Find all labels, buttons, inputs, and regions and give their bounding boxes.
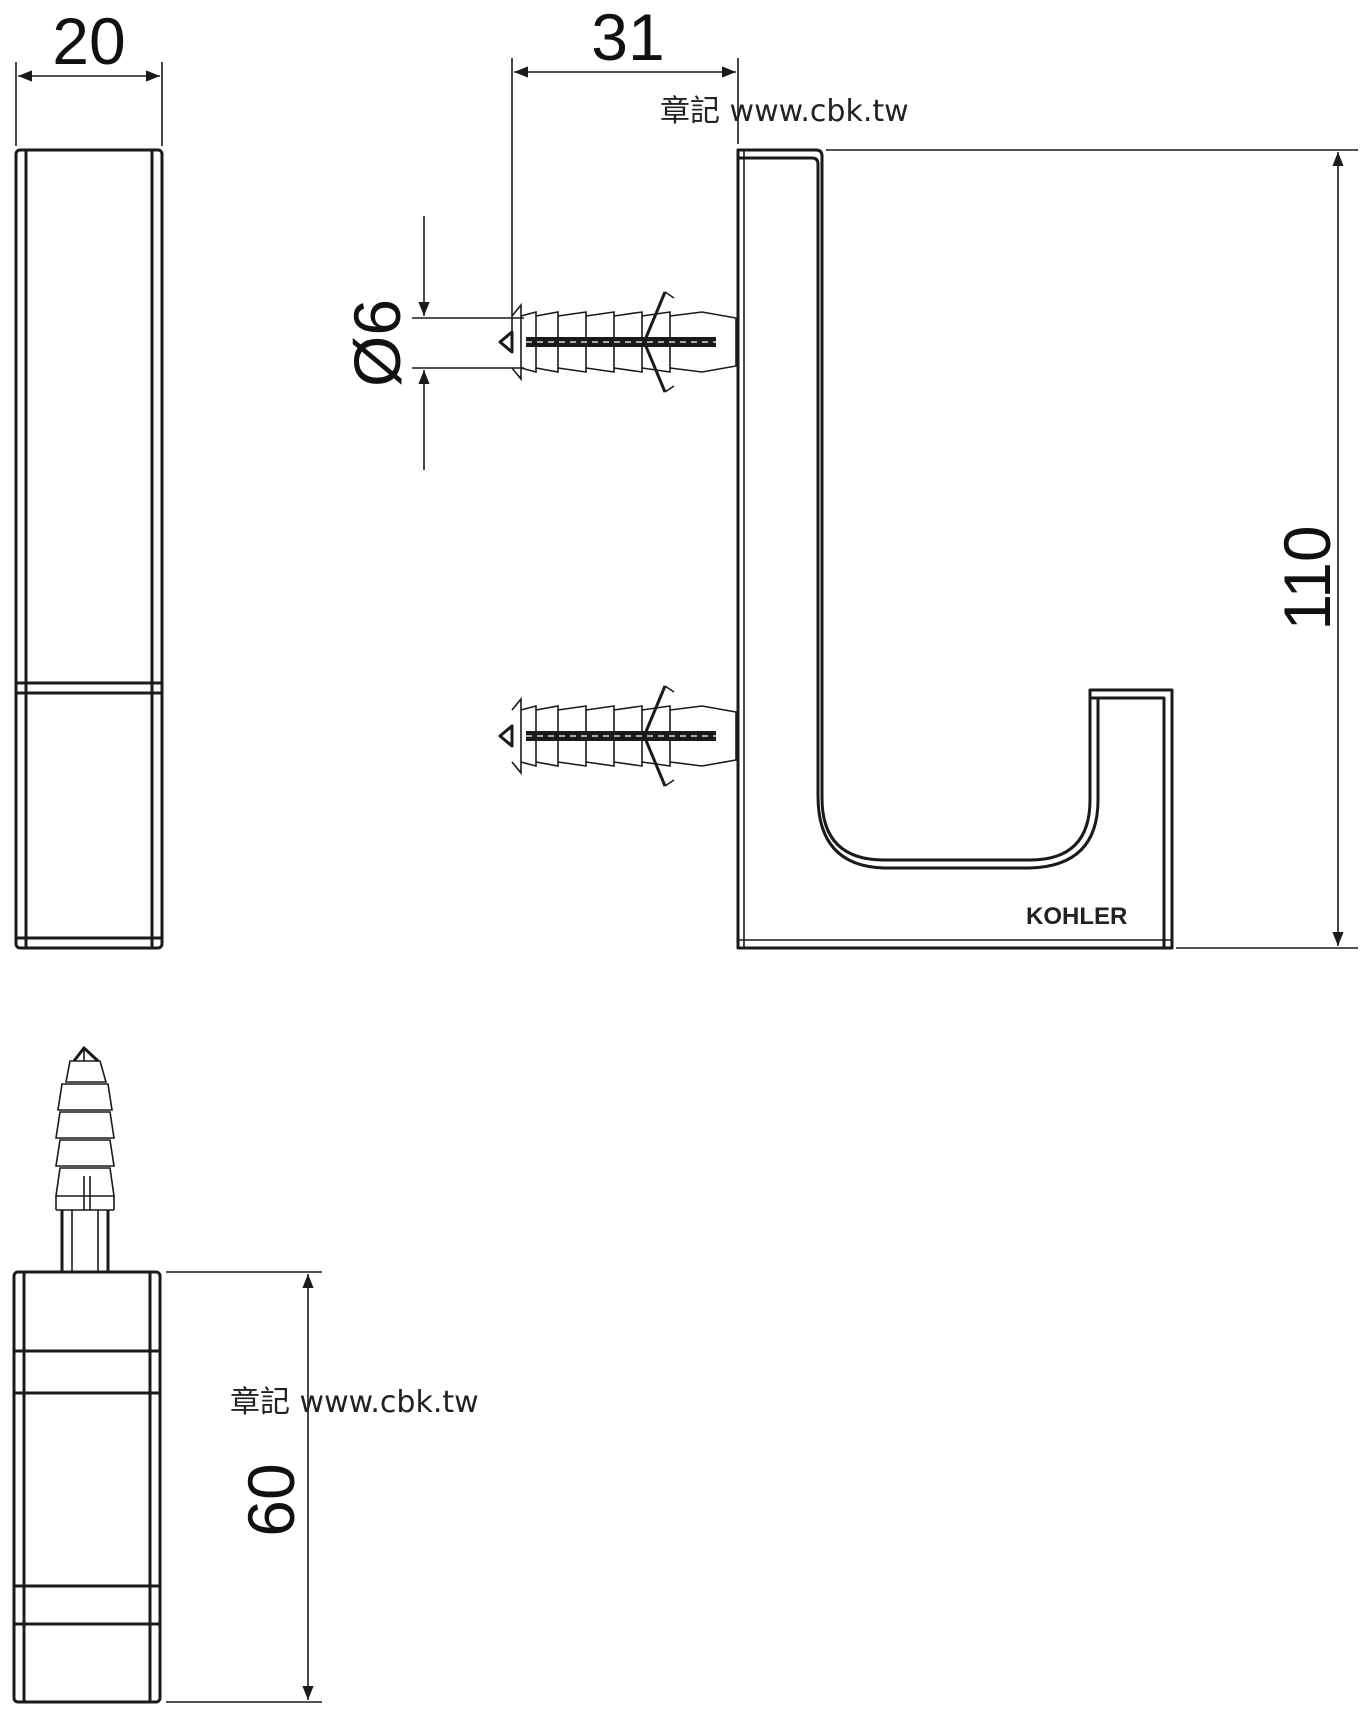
projection-dimension: 31 (511, 0, 739, 332)
height-dimension-label: 110 (1270, 525, 1344, 630)
projection-dimension-label: 31 (591, 0, 664, 74)
bottom-view (12, 1046, 162, 1704)
height-dimension: 110 (826, 149, 1358, 949)
side-view: KOHLER (736, 148, 1174, 950)
diameter-dimension: Ø6 (340, 216, 524, 470)
wall-anchor-lower (498, 684, 738, 788)
width-dimension-label: 20 (52, 4, 125, 78)
watermark-bottom: 章記 www.cbk.tw (230, 1385, 479, 1420)
diameter-dimension-label: Ø6 (340, 299, 414, 387)
wall-anchor-upper (498, 290, 738, 394)
kohler-logo: KOHLER (1026, 903, 1127, 930)
width-dimension: 20 (15, 4, 163, 146)
depth-dimension: 60 (166, 1271, 322, 1703)
front-view (14, 148, 164, 950)
depth-dimension-label: 60 (234, 1463, 308, 1536)
watermark-top: 章記 www.cbk.tw (660, 94, 909, 129)
